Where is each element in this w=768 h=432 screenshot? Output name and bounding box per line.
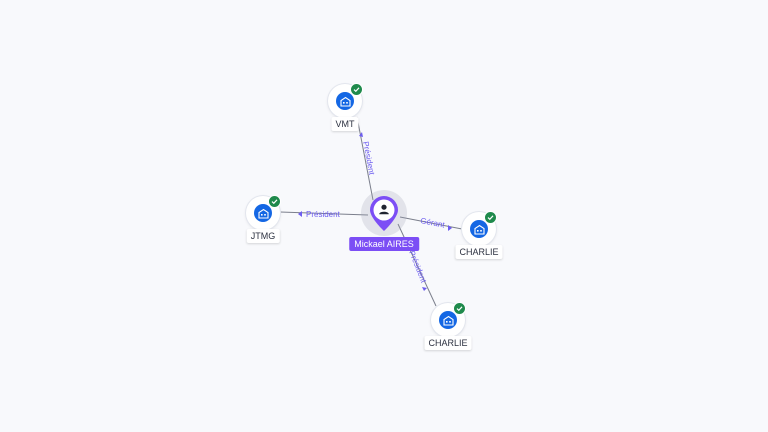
edge-label-charlie1: Gérant [420, 216, 446, 230]
edge-label-jtmg: Président [306, 210, 341, 219]
company-node-charlie-right[interactable] [462, 211, 497, 246]
building-icon [254, 204, 272, 222]
person-marker [370, 196, 398, 231]
edge-label-charlie2: Président [407, 249, 428, 284]
edge-charlie1: Gérant [399, 216, 463, 231]
company-label-charlie-bottom[interactable]: CHARLIE [424, 336, 472, 350]
edge-vmt: Président [356, 116, 376, 201]
edge-arrow [298, 211, 302, 217]
edge-arrow [422, 287, 427, 291]
user-icon [379, 204, 389, 215]
company-node-jtmg[interactable] [246, 195, 281, 230]
company-node-charlie-bottom[interactable] [431, 302, 466, 337]
verified-check-icon [484, 211, 497, 224]
company-label-vmt[interactable]: VMT [331, 117, 359, 131]
building-icon [336, 92, 354, 110]
person-node[interactable] [361, 190, 407, 236]
building-icon [470, 220, 488, 238]
company-label-charlie-right[interactable]: CHARLIE [455, 245, 503, 259]
edge-arrow [448, 225, 452, 231]
person-name-label[interactable]: Mickael AIRES [349, 237, 419, 251]
edge-jtmg: Président [279, 210, 369, 219]
company-label-jtmg[interactable]: JTMG [246, 229, 280, 243]
verified-check-icon [350, 83, 363, 96]
building-icon [439, 311, 457, 329]
company-node-vmt[interactable] [328, 83, 363, 118]
edge-label-vmt: Président [361, 141, 376, 177]
edge-arrow [359, 132, 363, 137]
verified-check-icon [453, 302, 466, 315]
verified-check-icon [268, 195, 281, 208]
